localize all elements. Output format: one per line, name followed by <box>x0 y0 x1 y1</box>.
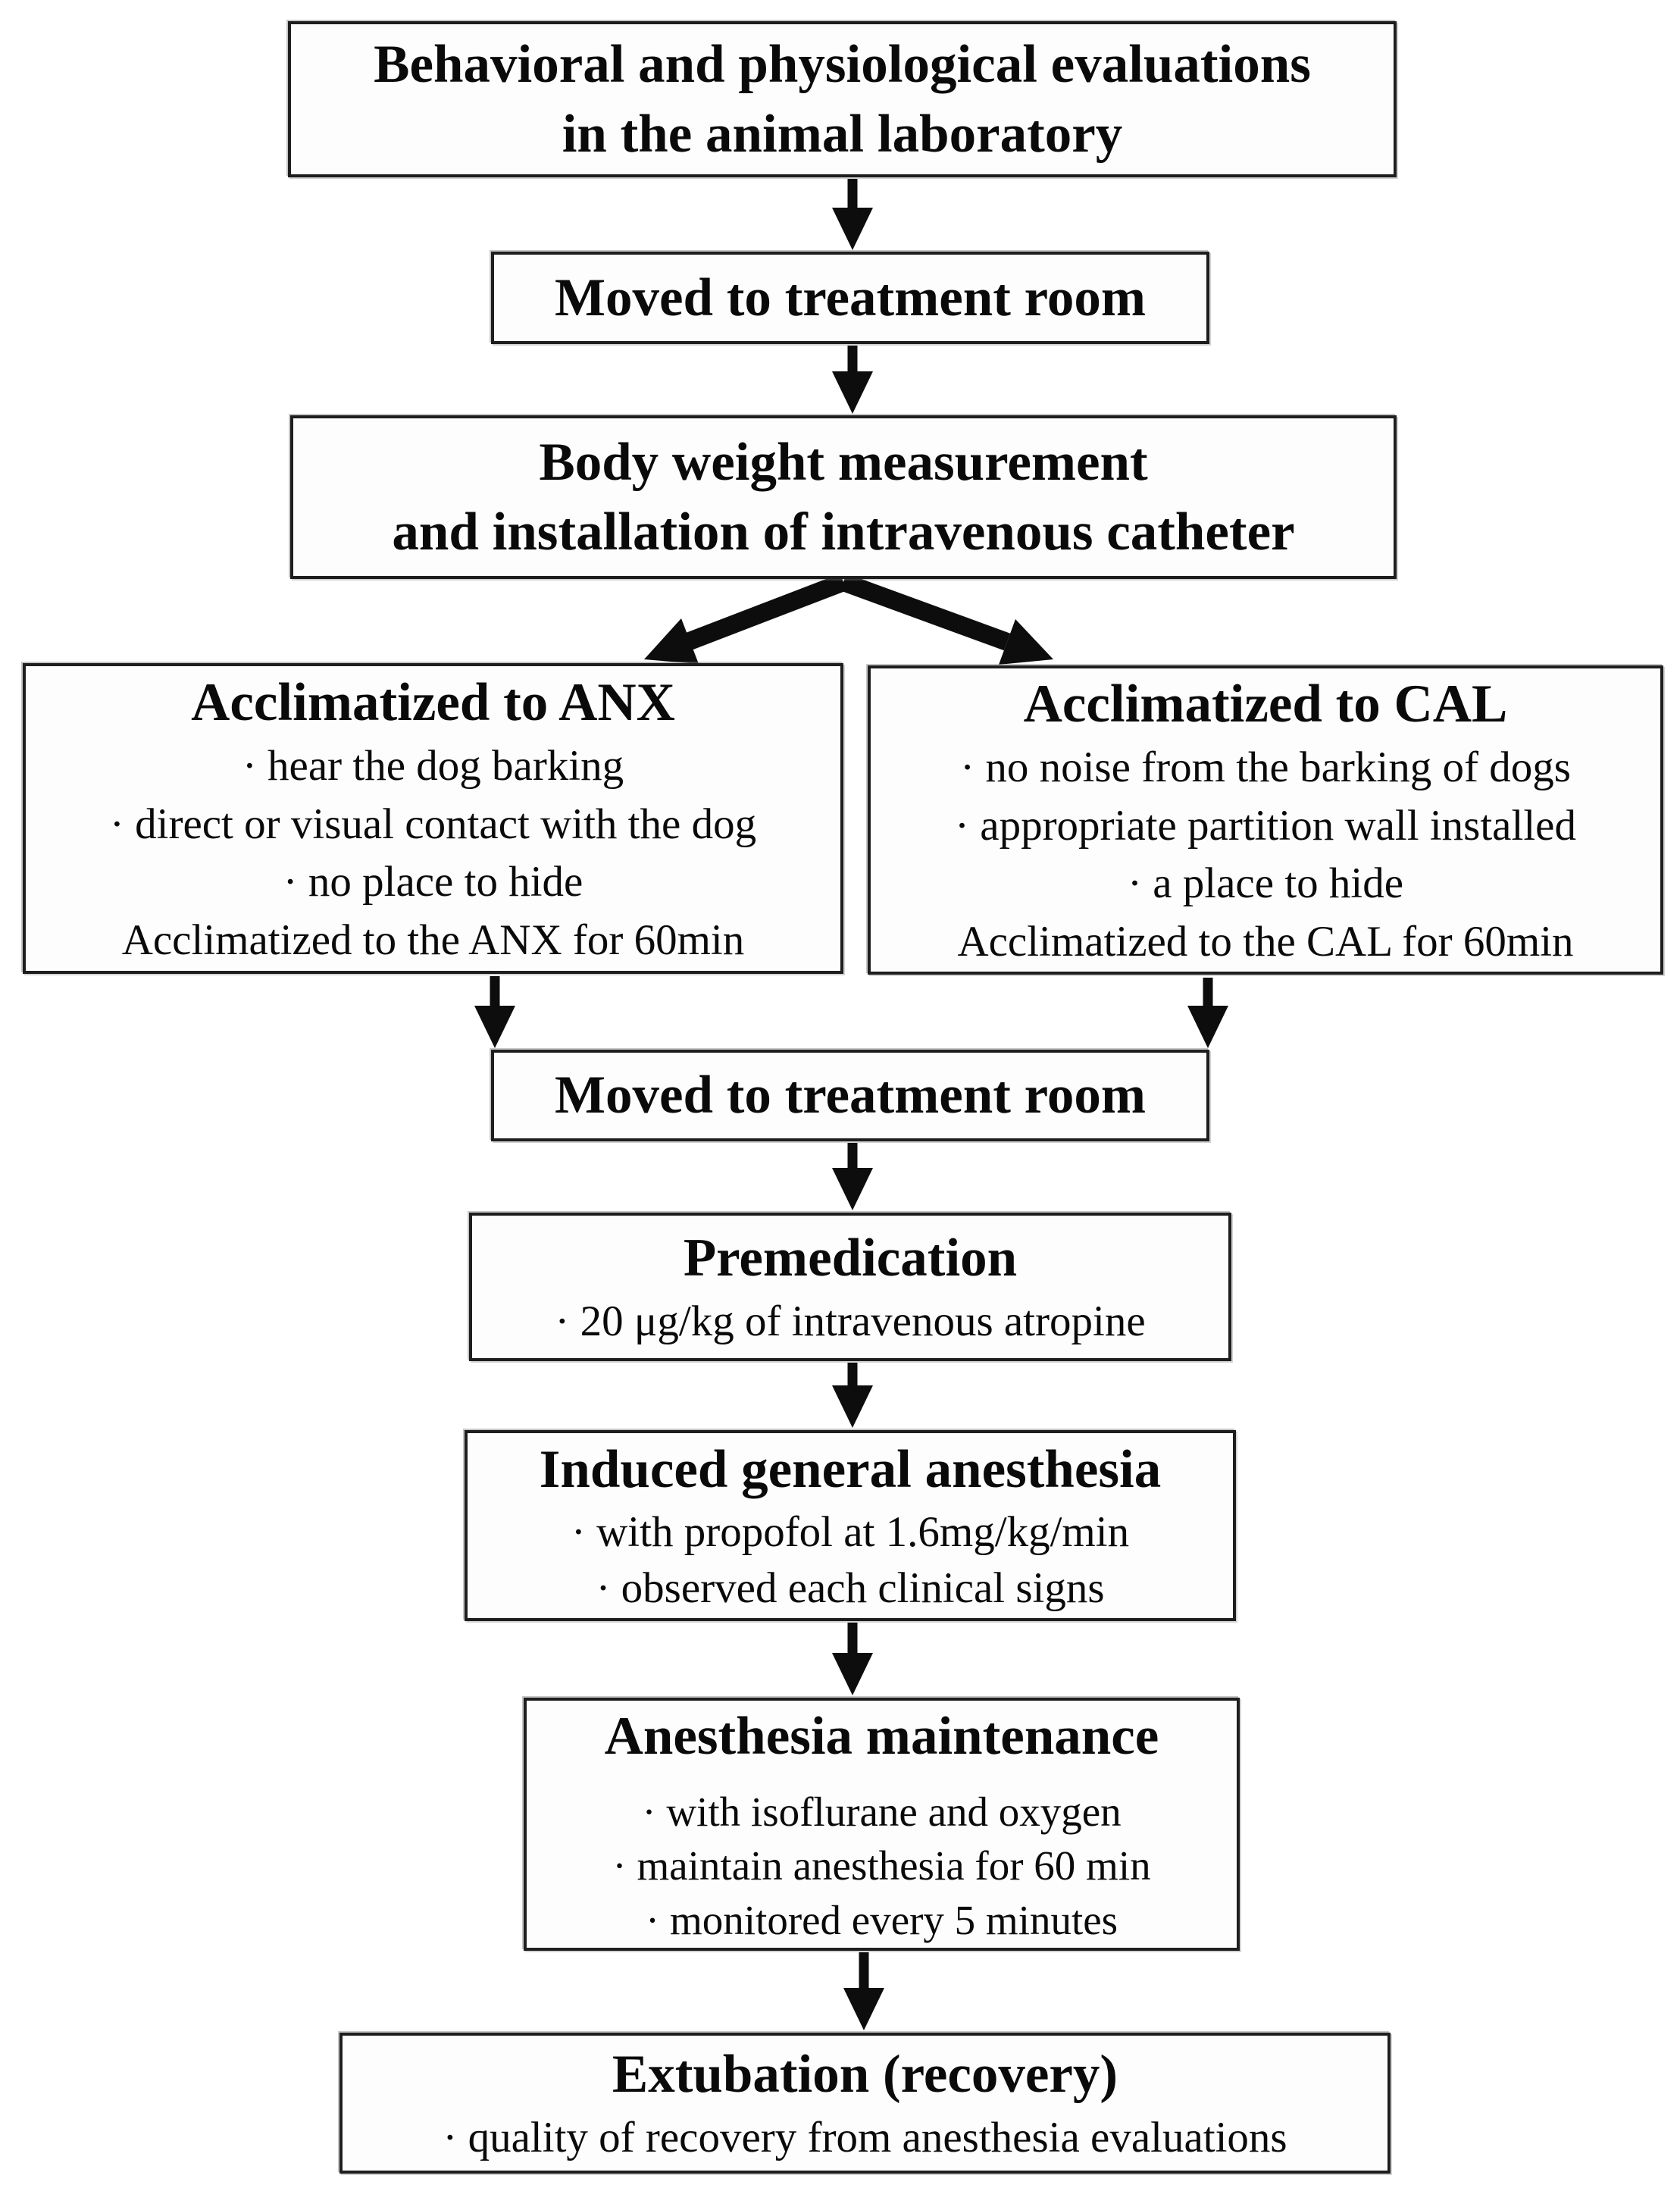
node-bullet: · hear the dog barking <box>242 742 624 790</box>
node-bullet: · maintain anesthesia for 60 min <box>612 1842 1151 1889</box>
node-title-line: Premedication <box>683 1228 1018 1288</box>
node-extubation: Extubation (recovery) · quality of recov… <box>339 2033 1391 2174</box>
node-acclimatized-cal: Acclimatized to CAL · no noise from the … <box>868 665 1663 975</box>
arrow-moved-premedication <box>832 1143 873 1210</box>
node-footer-line: Acclimatized to the ANX for 60min <box>121 916 745 964</box>
arrow-step1-step2 <box>832 179 873 250</box>
node-behavioral-evaluations: Behavioral and physiological evaluations… <box>288 21 1397 177</box>
node-title-line: and installation of intravenous catheter <box>392 502 1295 562</box>
node-title-line: Moved to treatment room <box>554 1066 1147 1125</box>
node-moved-treatment-room-2: Moved to treatment room <box>491 1050 1209 1141</box>
node-footer-line: Acclimatized to the CAL for 60min <box>957 917 1574 966</box>
arrow-induction-maintenance <box>832 1623 873 1695</box>
node-title-line: Behavioral and physiological evaluations <box>374 34 1311 94</box>
node-bullet: · no place to hide <box>283 858 583 906</box>
node-title-line: Anesthesia maintenance <box>604 1706 1159 1766</box>
arrow-cal-moved <box>1187 978 1228 1048</box>
node-bullet: · with propofol at 1.6mg/kg/min <box>571 1508 1130 1557</box>
arrow-premedication-induction <box>832 1363 873 1428</box>
node-title-line: Body weight measurement <box>539 432 1148 492</box>
node-bullet: · quality of recovery from anesthesia ev… <box>443 2113 1287 2161</box>
node-bullet: · observed each clinical signs <box>596 1564 1105 1613</box>
node-body-weight: Body weight measurement and installation… <box>290 415 1397 579</box>
node-premedication: Premedication · 20 μg/kg of intravenous … <box>469 1213 1231 1361</box>
node-bullet: · direct or visual contact with the dog <box>109 800 757 848</box>
node-bullet: · 20 μg/kg of intravenous atropine <box>555 1297 1146 1345</box>
node-bullet: · no noise from the barking of dogs <box>960 743 1571 792</box>
node-induced-anesthesia: Induced general anesthesia · with propof… <box>465 1430 1236 1621</box>
node-bullet: · with isoflurane and oxygen <box>642 1788 1122 1835</box>
node-title-line: in the animal laboratory <box>562 105 1123 164</box>
node-title-line: Acclimatized to ANX <box>191 673 675 733</box>
node-acclimatized-anx: Acclimatized to ANX · hear the dog barki… <box>23 663 843 974</box>
node-title-line: Acclimatized to CAL <box>1023 675 1508 734</box>
arrow-anx-moved <box>474 976 515 1048</box>
node-bullet: · monitored every 5 minutes <box>645 1896 1118 1943</box>
arrow-step2-step3 <box>832 346 873 414</box>
node-anesthesia-maintenance: Anesthesia maintenance · with isoflurane… <box>524 1698 1240 1951</box>
arrow-split-left <box>644 573 847 664</box>
node-bullet: · appropriate partition wall installed <box>955 801 1576 850</box>
node-bullet: · a place to hide <box>1128 859 1403 908</box>
node-title-line: Moved to treatment room <box>554 268 1147 327</box>
node-title-line: Extubation (recovery) <box>612 2044 1118 2104</box>
arrow-split-right <box>840 573 1053 665</box>
node-title-line: Induced general anesthesia <box>539 1439 1162 1499</box>
arrow-maintenance-extubation <box>843 1952 884 2030</box>
node-moved-treatment-room-1: Moved to treatment room <box>491 252 1209 344</box>
